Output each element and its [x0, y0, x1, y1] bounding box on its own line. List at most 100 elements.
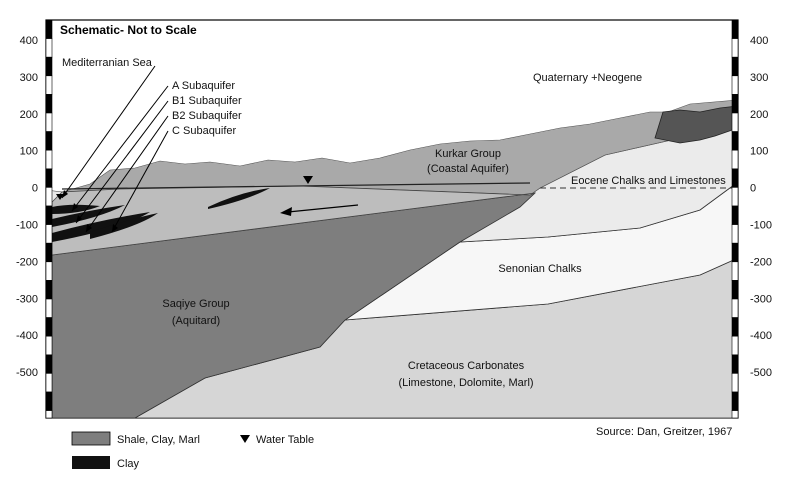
scale-segment — [731, 187, 739, 207]
kurkar-group-layer — [61, 99, 739, 196]
left-tick-label: -200 — [16, 256, 38, 268]
scale-segment — [45, 56, 53, 77]
legend-shale-label: Shale, Clay, Marl — [117, 434, 200, 446]
label-quaternary-neogene: Quaternary +Neogene — [533, 72, 642, 84]
legend-water-table-label: Water Table — [256, 434, 314, 446]
sea-water-table-marker-icon — [56, 194, 64, 200]
left-tick-label: 300 — [20, 72, 38, 84]
clay-lens-inland — [208, 188, 270, 209]
scale-segment — [731, 168, 739, 188]
label-saqiye-group: Saqiye Group — [162, 298, 229, 310]
water-table-marker-icon — [303, 176, 313, 184]
scale-segment — [45, 391, 53, 411]
right-tick-label: 100 — [750, 146, 768, 158]
scale-segment — [45, 242, 53, 263]
scale-segment — [45, 19, 53, 39]
label-coastal-aquifer: (Coastal Aquifer) — [427, 163, 509, 175]
scale-segment — [45, 224, 53, 244]
scale-segment — [45, 168, 53, 188]
scale-segment — [45, 317, 53, 337]
coastal-aquifer-wedge — [51, 185, 536, 256]
scale-segment — [45, 354, 53, 374]
label-mediterranean-sea: Mediterranian Sea — [62, 57, 153, 69]
scale-segment — [45, 187, 53, 207]
scale-segment — [731, 373, 739, 393]
leader-arrow-a — [62, 190, 68, 198]
scale-segment — [731, 298, 739, 318]
leader-arrow-c2 — [112, 224, 118, 232]
scale-segment — [45, 373, 53, 393]
label-cretaceous-composition: (Limestone, Dolomite, Marl) — [398, 377, 533, 389]
scale-segment — [731, 261, 739, 281]
right-tick-label: -300 — [750, 293, 772, 305]
left-tick-label: -300 — [16, 293, 38, 305]
right-scale-bar — [731, 19, 739, 419]
scale-segment — [731, 335, 739, 356]
scale-segment — [731, 317, 739, 337]
scale-segment — [731, 410, 739, 419]
clay-lens-c — [90, 213, 158, 239]
right-axis-ticks: 400 300 200 100 0 -100 -200 -300 -400 -500 — [750, 35, 772, 379]
label-eocene-chalks: Eocene Chalks and Limestones — [571, 175, 726, 187]
groundwater-flow-arrow — [287, 204, 359, 213]
saqiye-group-layer — [51, 192, 537, 419]
left-tick-label: -100 — [16, 220, 38, 232]
right-tick-label: -100 — [750, 220, 772, 232]
scale-segment — [45, 205, 53, 225]
right-tick-label: 200 — [750, 109, 768, 121]
leader-arrow-b2 — [76, 215, 82, 223]
leader-arrow-c — [86, 224, 92, 232]
source-citation: Source: Dan, Greitzer, 1967 — [596, 426, 732, 438]
scale-segment — [731, 19, 739, 39]
clay-lens-b1 — [52, 205, 125, 227]
label-subaquifer-a: A Subaquifer — [172, 80, 235, 92]
right-tick-label: 0 — [750, 183, 756, 195]
scale-segment — [731, 94, 739, 114]
left-tick-label: 200 — [20, 109, 38, 121]
groundwater-flow-arrowhead — [280, 207, 292, 216]
scale-segment — [731, 112, 739, 132]
scale-segment — [731, 75, 739, 95]
scale-segment — [731, 56, 739, 77]
right-tick-label: -400 — [750, 330, 772, 342]
scale-segment — [45, 75, 53, 95]
scale-segment — [731, 205, 739, 225]
right-tick-label: -200 — [750, 256, 772, 268]
right-tick-label: 300 — [750, 72, 768, 84]
label-cretaceous-carbonates: Cretaceous Carbonates — [408, 360, 525, 372]
scale-segment — [731, 391, 739, 411]
label-kurkar-group: Kurkar Group — [435, 148, 501, 160]
label-subaquifer-b1: B1 Subaquifer — [172, 95, 242, 107]
left-tick-label: 400 — [20, 35, 38, 47]
scale-segment — [45, 280, 53, 300]
left-tick-label: -500 — [16, 367, 38, 379]
scale-segment — [45, 131, 53, 151]
scale-segment — [45, 149, 53, 170]
label-aquitard: (Aquitard) — [172, 315, 220, 327]
left-tick-label: -400 — [16, 330, 38, 342]
right-tick-label: 400 — [750, 35, 768, 47]
right-tick-label: -500 — [750, 367, 772, 379]
scale-segment — [45, 261, 53, 281]
scale-segment — [45, 112, 53, 132]
left-scale-bar — [45, 19, 53, 419]
scale-segment — [731, 38, 739, 58]
legend-clay-swatch — [72, 456, 110, 469]
scale-segment — [45, 298, 53, 318]
legend-clay-label: Clay — [117, 458, 140, 470]
clay-lens-b2 — [52, 212, 150, 242]
label-subaquifer-b2: B2 Subaquifer — [172, 110, 242, 122]
legend-water-table-icon — [240, 435, 250, 443]
leader-arrow-b1 — [72, 203, 78, 211]
scale-segment — [731, 131, 739, 151]
water-table-line — [61, 182, 531, 190]
label-subaquifer-c: C Subaquifer — [172, 125, 237, 137]
scale-segment — [731, 280, 739, 300]
scale-segment — [731, 224, 739, 244]
left-tick-label: 100 — [20, 146, 38, 158]
diagram-title: Schematic- Not to Scale — [60, 23, 197, 37]
scale-segment — [731, 242, 739, 263]
subaquifer-leader-lines — [61, 65, 169, 233]
